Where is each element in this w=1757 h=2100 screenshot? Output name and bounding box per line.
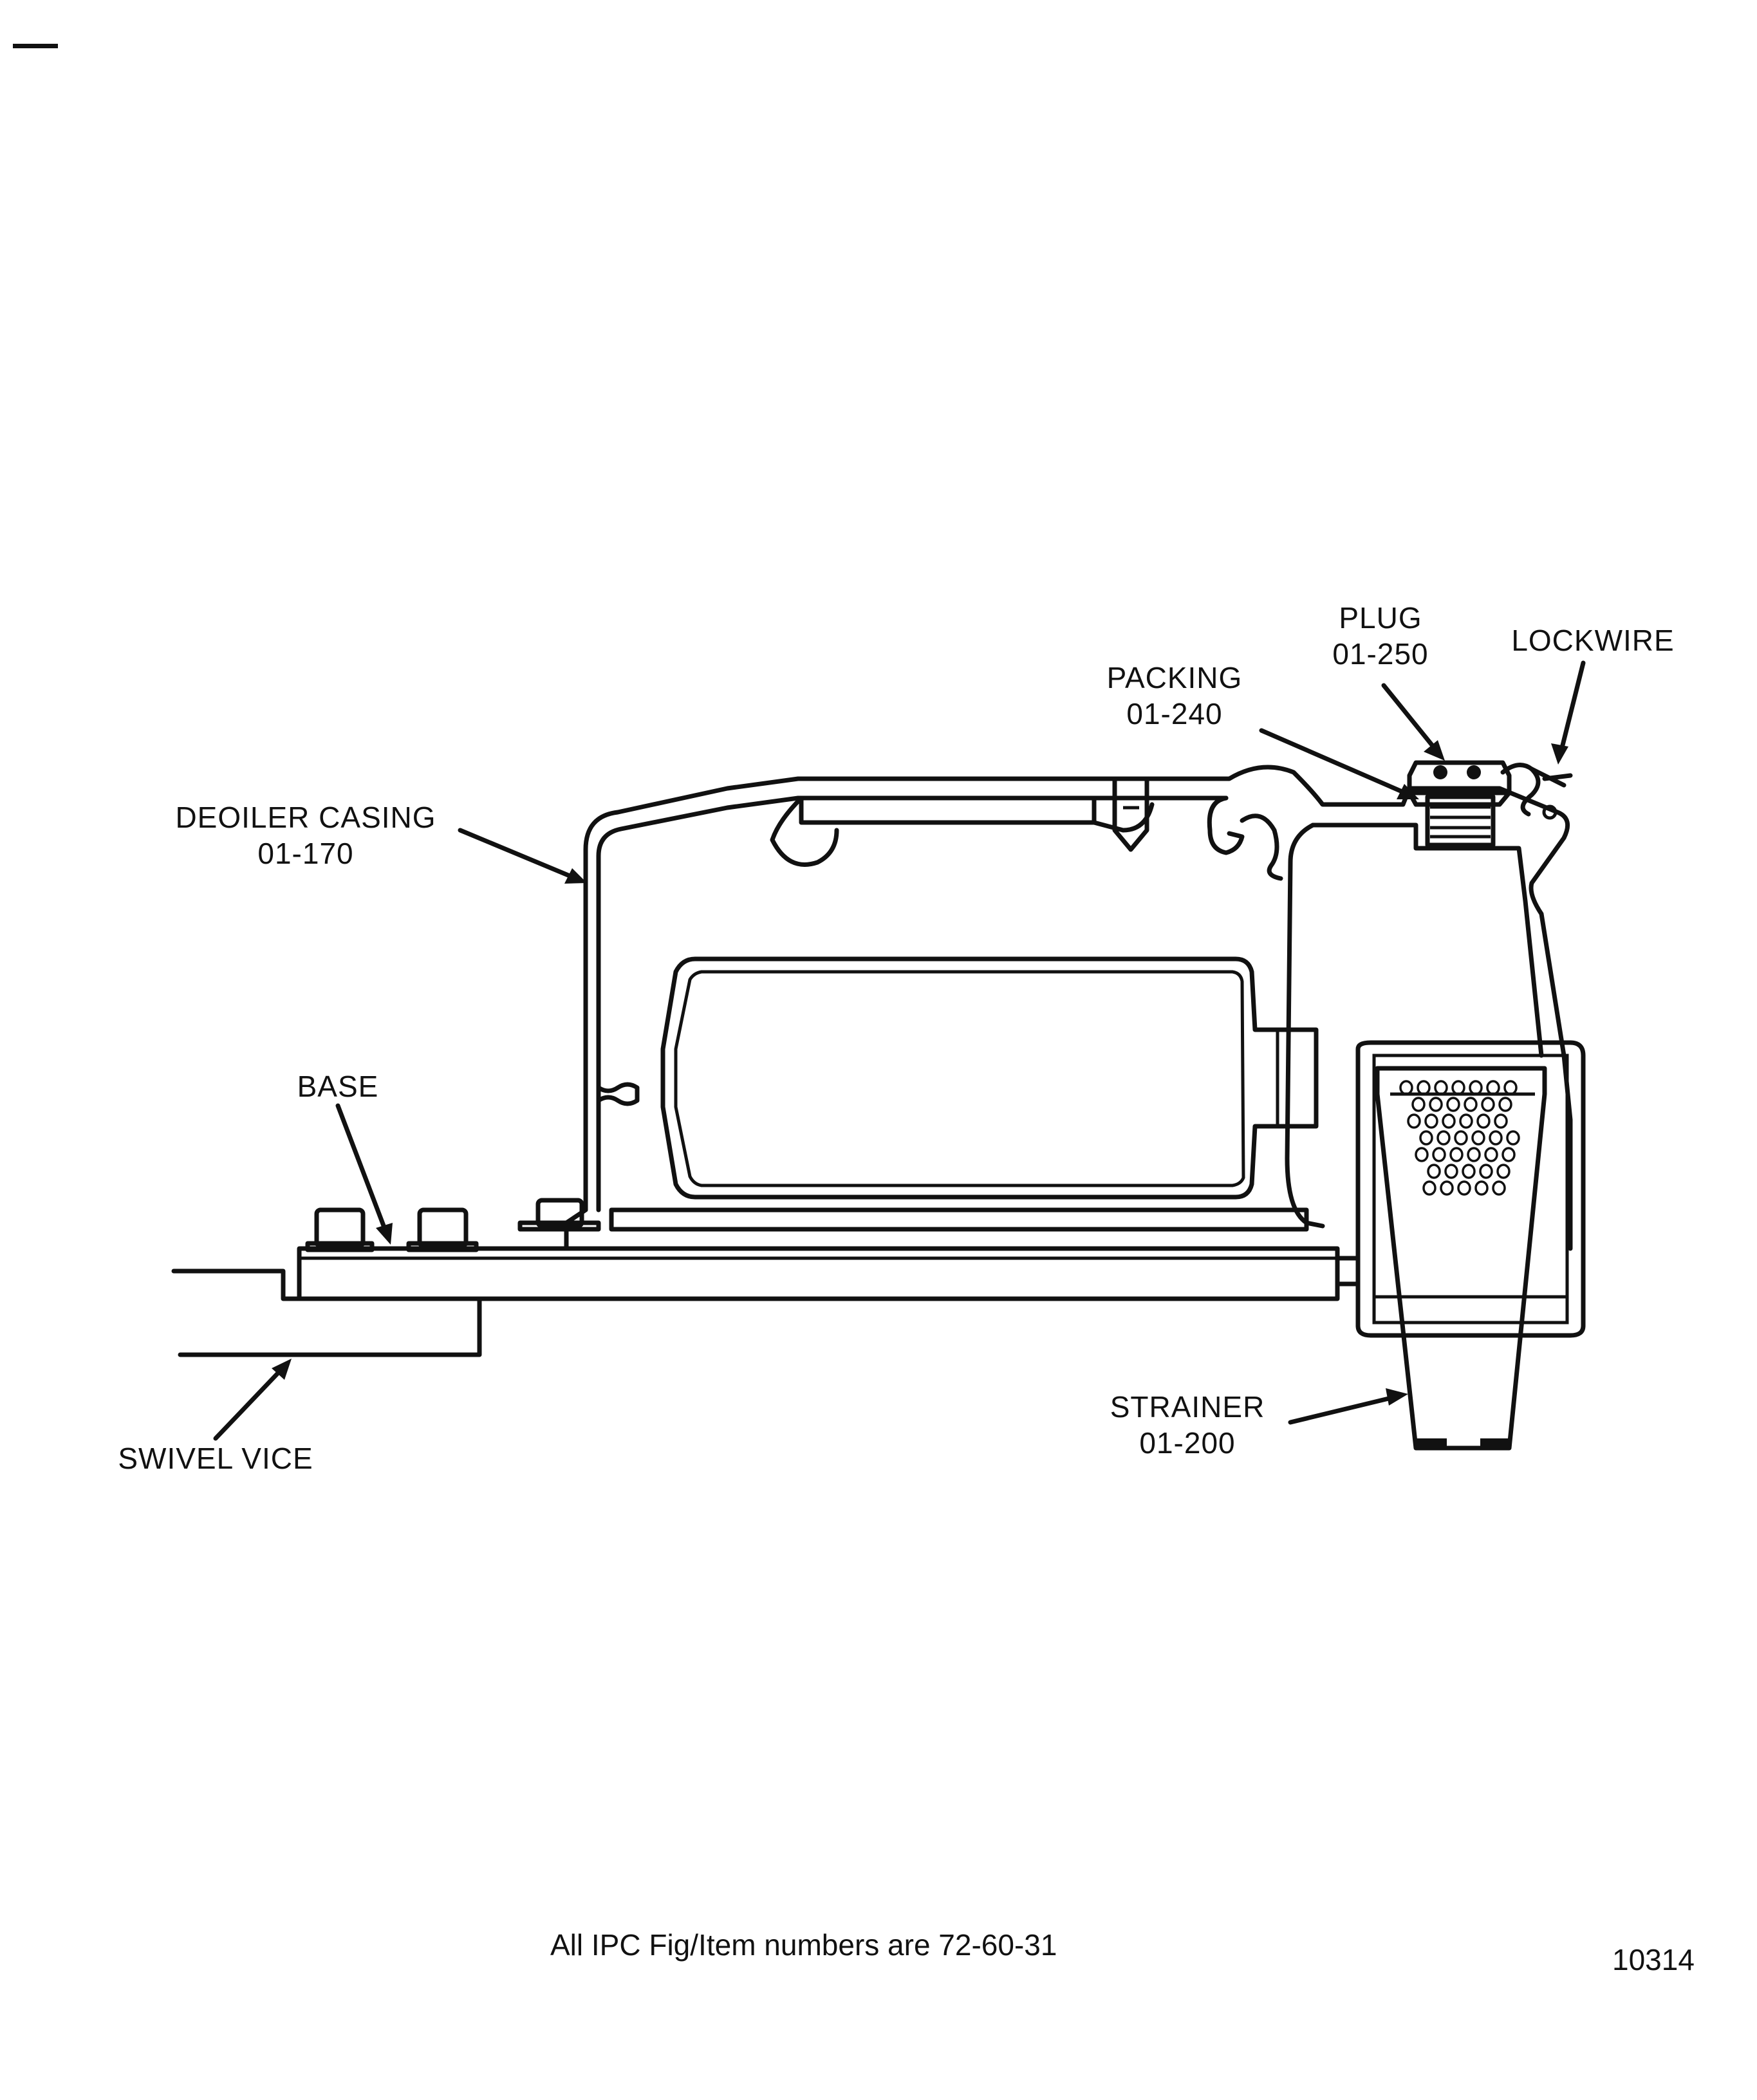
strainer-hole [1451,1080,1465,1095]
label-plug-item: 01-250 [1332,637,1429,671]
label-strainer-item: 01-200 [1139,1426,1236,1460]
figure-number: 10314 [1612,1943,1695,1976]
strainer-hole [1471,1130,1485,1146]
strainer-housing [1355,1040,1586,1338]
leader-packing [1259,728,1419,799]
strainer-hole [1503,1080,1518,1095]
strainer-hole [1481,1097,1495,1112]
label-base: BASE [277,1068,399,1104]
label-deoiler-casing: DEOILER CASING 01-170 [158,799,454,871]
strainer-hole [1449,1147,1464,1162]
label-lockwire: LOCKWIRE [1493,622,1693,658]
corner-dash-mark [13,44,58,48]
label-packing-name: PACKING [1106,661,1243,694]
strainer-hole [1434,1080,1448,1095]
strainer-hole [1415,1147,1429,1162]
strainer-hole [1464,1097,1478,1112]
strainer-hole [1498,1097,1512,1112]
strainer-hole [1436,1130,1451,1146]
strainer-hole [1432,1147,1446,1162]
leader-strainer [1288,1388,1408,1425]
label-strainer-name: STRAINER [1110,1390,1265,1424]
strainer [1375,1066,1547,1451]
label-lockwire-name: LOCKWIRE [1511,624,1675,657]
strainer-hole [1440,1180,1454,1196]
strainer-hole [1444,1164,1458,1179]
strainer-hole [1422,1180,1436,1196]
strainer-hole [1486,1080,1500,1095]
ipc-note: All IPC Fig/Item numbers are 72-60-31 [550,1928,1057,1962]
strainer-hole [1399,1080,1413,1095]
strainer-hole [1467,1147,1481,1162]
label-deoiler-casing-item: 01-170 [257,837,354,870]
strainer-hole [1474,1180,1489,1196]
label-plug-name: PLUG [1339,601,1422,635]
strainer-hole [1484,1147,1498,1162]
label-swivel-vice: SWIVEL VICE [103,1440,328,1476]
lockwire [1500,763,1573,820]
internal-element [660,956,1319,1200]
label-packing: PACKING 01-240 [1091,660,1258,732]
strainer-hole [1427,1164,1441,1179]
strainer-hole [1489,1130,1503,1146]
strainer-hole [1476,1113,1491,1129]
strainer-hole [1442,1113,1456,1129]
strainer-hole [1506,1130,1520,1146]
strainer-hole [1501,1147,1516,1162]
strainer-hole [1411,1097,1426,1112]
strainer-hole [1479,1164,1493,1179]
strainer-hole [1457,1180,1471,1196]
leader-lockwire [1551,660,1586,765]
label-deoiler-casing-name: DEOILER CASING [175,801,436,834]
strainer-hole [1424,1113,1438,1129]
leader-deoiler-casing [458,828,587,884]
strainer-hole [1494,1113,1508,1129]
strainer-hole [1492,1180,1506,1196]
base-bolt [305,1207,375,1252]
strainer-hole [1429,1097,1443,1112]
label-strainer: STRAINER 01-200 [1094,1389,1281,1461]
base-plate [297,1246,1361,1301]
strainer-perforations [1399,1080,1520,1196]
strainer-hole [1459,1113,1473,1129]
label-plug: PLUG 01-250 [1316,600,1445,672]
leader-base [335,1103,393,1245]
strainer-hole [1496,1164,1511,1179]
strainer-hole [1446,1097,1460,1112]
swivel-vice [171,1268,482,1357]
strainer-hole [1462,1164,1476,1179]
leader-swivel-vice [213,1359,292,1441]
base-bolt [406,1207,479,1252]
strainer-hole [1419,1130,1433,1146]
strainer-hole [1454,1130,1468,1146]
deoiler-casing [564,765,1573,1251]
label-swivel-vice-name: SWIVEL VICE [118,1442,313,1475]
strainer-hole [1417,1080,1431,1095]
label-packing-item: 01-240 [1126,697,1223,730]
label-base-name: BASE [297,1070,379,1103]
strainer-hole [1407,1113,1421,1129]
strainer-hole [1469,1080,1483,1095]
plug [1407,760,1512,848]
leader-plug [1381,683,1445,761]
